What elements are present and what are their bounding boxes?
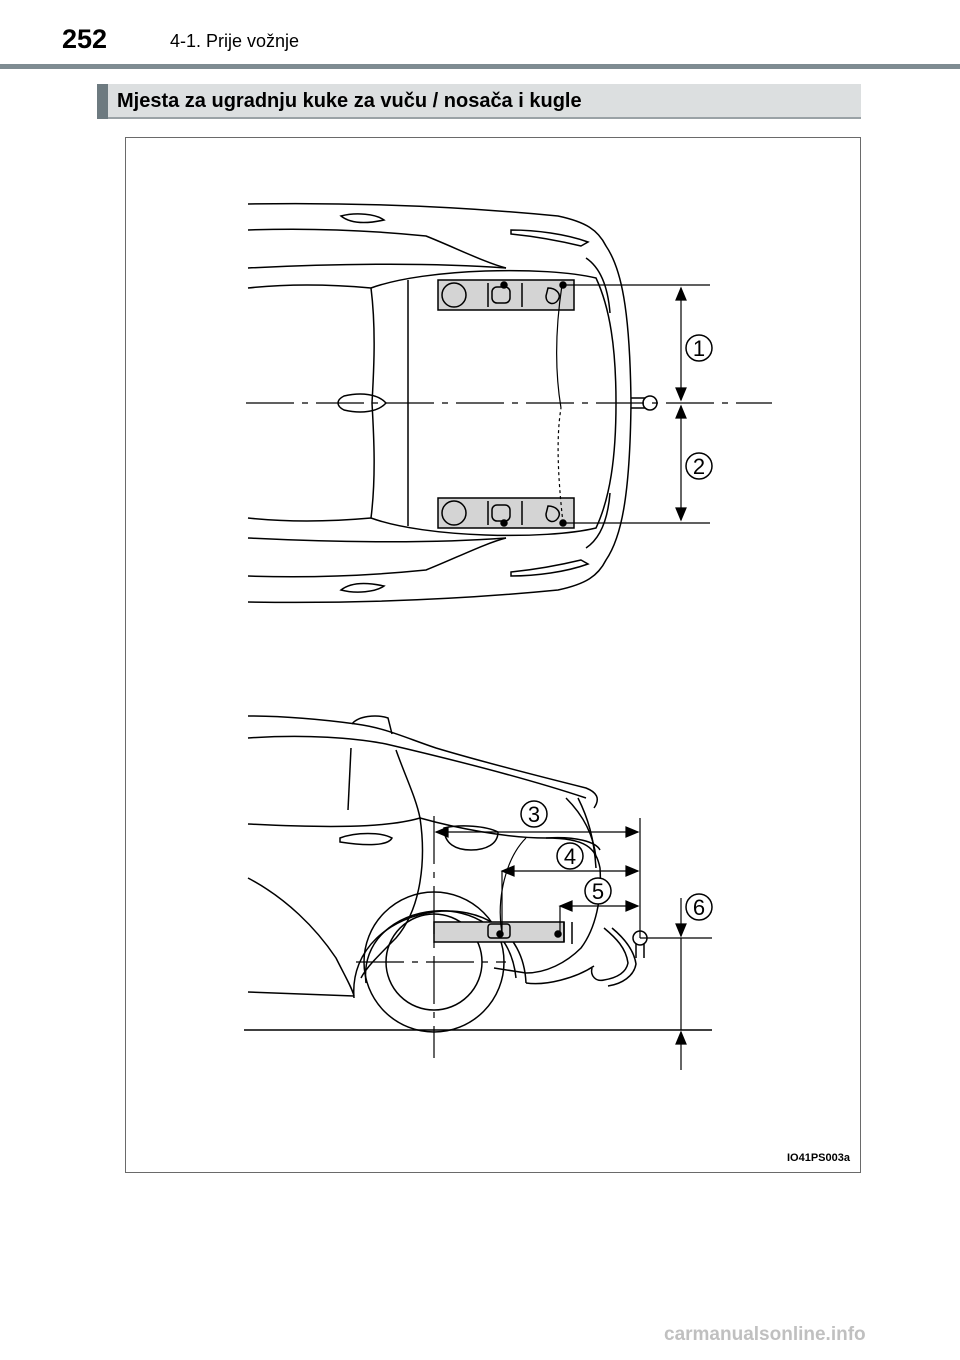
callout-3: 3: [520, 800, 548, 828]
page-number: 252: [62, 24, 108, 54]
section-title: Mjesta za ugradnju kuke za vuču / nosača…: [117, 90, 582, 112]
callout-6: 6: [685, 893, 713, 921]
callout-1: 1: [685, 334, 713, 362]
top-view-dimensions: [556, 284, 710, 524]
tow-hitch-diagram: 1 2: [244, 202, 772, 1070]
diagram-figure: 1 2: [125, 137, 861, 1173]
callout-1-label: 1: [693, 336, 705, 361]
tow-bracket-side: [433, 921, 648, 987]
section-accent: [97, 84, 108, 119]
watermark: carmanualsonline.info: [664, 1324, 866, 1345]
callout-2: 2: [685, 452, 713, 480]
callout-3-label: 3: [528, 802, 540, 827]
header-divider: [0, 64, 960, 69]
callout-5-label: 5: [592, 879, 604, 904]
side-view-car: [247, 715, 648, 1033]
top-view-car: [247, 202, 658, 604]
tow-beam-lower: [437, 497, 575, 529]
callout-4-label: 4: [564, 844, 576, 869]
figure-code: IO41PS003a: [785, 1152, 852, 1164]
tow-beam-upper: [437, 279, 575, 311]
callout-6-label: 6: [693, 895, 705, 920]
side-view-dimensions: [434, 818, 712, 1070]
section-header: Mjesta za ugradnju kuke za vuču / nosača…: [97, 84, 861, 119]
chapter-title: 4-1. Prije vožnje: [170, 31, 300, 51]
callout-4: 4: [556, 842, 584, 870]
callout-2-label: 2: [693, 454, 705, 479]
callout-5: 5: [584, 877, 612, 905]
